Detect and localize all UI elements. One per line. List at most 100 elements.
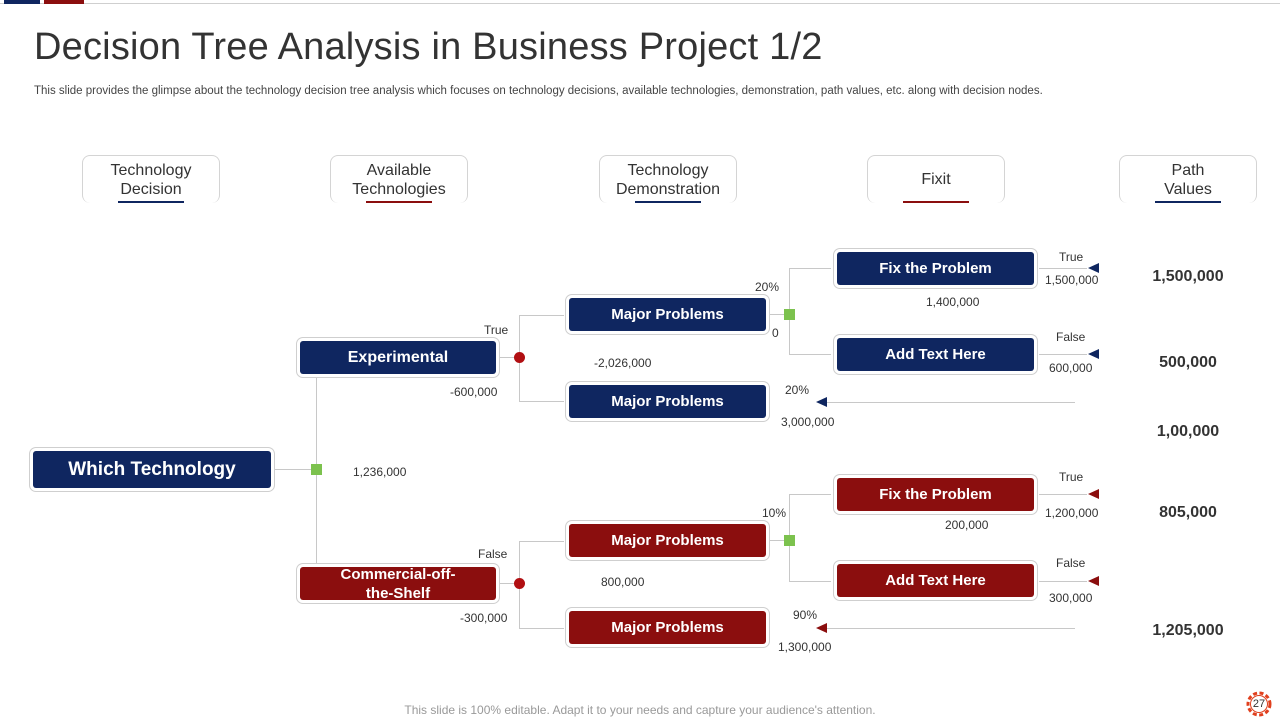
edge-value-label: 1,236,000 — [353, 465, 407, 479]
node-major-problems: Major Problems — [569, 385, 766, 418]
connector-line — [519, 315, 564, 316]
path-value: 1,00,000 — [1156, 423, 1220, 440]
edge-value-label: 200,000 — [945, 518, 989, 532]
edge-value-label: 1,500,000 — [1045, 273, 1099, 287]
terminal-arrow-icon — [1088, 349, 1099, 359]
top-divider — [0, 3, 1280, 4]
terminal-arrow-icon — [816, 623, 827, 633]
edge-true-label: True — [1059, 470, 1084, 484]
connector-line — [1039, 494, 1087, 495]
connector-line — [497, 357, 516, 358]
header-available-technologies: Available Technologies — [330, 155, 468, 203]
edge-value-label: -2,026,000 — [594, 356, 652, 370]
node-major-problems: Major Problems — [569, 524, 766, 557]
node-label: Major Problems — [611, 532, 724, 549]
header-fixit: Fixit — [867, 155, 1005, 203]
terminal-arrow-icon — [1088, 576, 1099, 586]
slide-subtitle: This slide provides the glimpse about th… — [34, 85, 1043, 97]
decision-node-marker — [784, 535, 795, 546]
edge-probability-label: 20% — [785, 383, 810, 397]
connector-line — [519, 628, 564, 629]
connector-line — [1039, 581, 1087, 582]
decision-node-marker — [311, 464, 322, 475]
connector-line — [789, 494, 831, 495]
node-label: Add Text Here — [885, 346, 986, 363]
node-experimental: Experimental — [300, 341, 496, 374]
path-value: 805,000 — [1159, 504, 1217, 521]
node-label: Major Problems — [611, 619, 724, 636]
header-label: Technology Demonstration — [615, 161, 721, 198]
connector-line — [789, 268, 831, 269]
gear-icon — [1246, 691, 1272, 717]
node-label: Experimental — [347, 349, 449, 366]
header-underline — [366, 201, 432, 203]
header-technology-decision: Technology Decision — [82, 155, 220, 203]
connector-line — [519, 401, 564, 402]
edge-value-label: 600,000 — [1049, 361, 1093, 375]
node-fix-the-problem: Fix the Problem — [837, 478, 1034, 511]
connector-line — [274, 469, 312, 470]
path-value: 500,000 — [1159, 354, 1217, 371]
header-path-values: Path Values — [1119, 155, 1257, 203]
edge-value-label: 1,200,000 — [1045, 506, 1099, 520]
node-commercial-off-the-shelf: Commercial-off- the-Shelf — [300, 565, 496, 602]
path-value: 1,500,000 — [1152, 268, 1224, 285]
edge-value-label: 300,000 — [1049, 591, 1093, 605]
node-label: Add Text Here — [885, 572, 986, 589]
header-underline — [903, 201, 969, 203]
connector-line — [827, 628, 1075, 629]
connector-line — [789, 581, 831, 582]
chance-node-marker — [514, 352, 525, 363]
edge-true-label: True — [484, 323, 509, 337]
header-technology-demonstration: Technology Demonstration — [599, 155, 737, 203]
connector-line — [770, 314, 784, 315]
connector-line — [519, 541, 564, 542]
edge-value-label: 3,000,000 — [781, 415, 835, 429]
edge-false-label: False — [1056, 556, 1086, 570]
terminal-arrow-icon — [1088, 263, 1099, 273]
page-number-badge: 27 — [1243, 688, 1275, 720]
connector-line — [827, 402, 1075, 403]
page-number: 27 — [1252, 698, 1266, 710]
top-accent-red — [44, 0, 84, 4]
edge-false-label: False — [1056, 330, 1086, 344]
edge-value-label: 1,400,000 — [926, 295, 980, 309]
edge-probability-label: 20% — [755, 280, 780, 294]
decision-node-marker — [784, 309, 795, 320]
connector-line — [1039, 268, 1087, 269]
edge-true-label: True — [1059, 250, 1084, 264]
terminal-arrow-icon — [816, 397, 827, 407]
chance-node-marker — [514, 578, 525, 589]
header-label: Path Values — [1164, 161, 1212, 198]
node-label: Fix the Problem — [879, 486, 992, 503]
slide-title: Decision Tree Analysis in Business Proje… — [34, 26, 823, 68]
connector-line — [770, 540, 784, 541]
header-label: Technology Decision — [110, 161, 192, 198]
header-underline — [1155, 201, 1221, 203]
node-label: Major Problems — [611, 306, 724, 323]
header-label: Available Technologies — [352, 161, 446, 198]
node-label: Major Problems — [611, 393, 724, 410]
connector-line — [497, 583, 516, 584]
edge-probability-label: 10% — [762, 506, 787, 520]
connector-line — [789, 354, 831, 355]
header-underline — [635, 201, 701, 203]
edge-probability-label: 90% — [793, 608, 818, 622]
edge-value-label: 1,300,000 — [778, 640, 832, 654]
edge-false-label: False — [478, 547, 508, 561]
node-major-problems: Major Problems — [569, 298, 766, 331]
edge-value-label: 0 — [772, 326, 779, 340]
header-underline — [118, 201, 184, 203]
node-add-text-here: Add Text Here — [837, 338, 1034, 371]
path-value: 1,205,000 — [1152, 622, 1224, 639]
header-label: Fixit — [921, 171, 951, 188]
slide-footer: This slide is 100% editable. Adapt it to… — [404, 703, 876, 717]
terminal-arrow-icon — [1088, 489, 1099, 499]
node-add-text-here: Add Text Here — [837, 564, 1034, 597]
node-label: Which Technology — [68, 459, 236, 480]
node-which-technology: Which Technology — [33, 451, 271, 488]
node-label: Fix the Problem — [879, 260, 992, 277]
top-accent-navy — [4, 0, 40, 4]
node-fix-the-problem: Fix the Problem — [837, 252, 1034, 285]
node-label: Commercial-off- the-Shelf — [340, 565, 456, 602]
